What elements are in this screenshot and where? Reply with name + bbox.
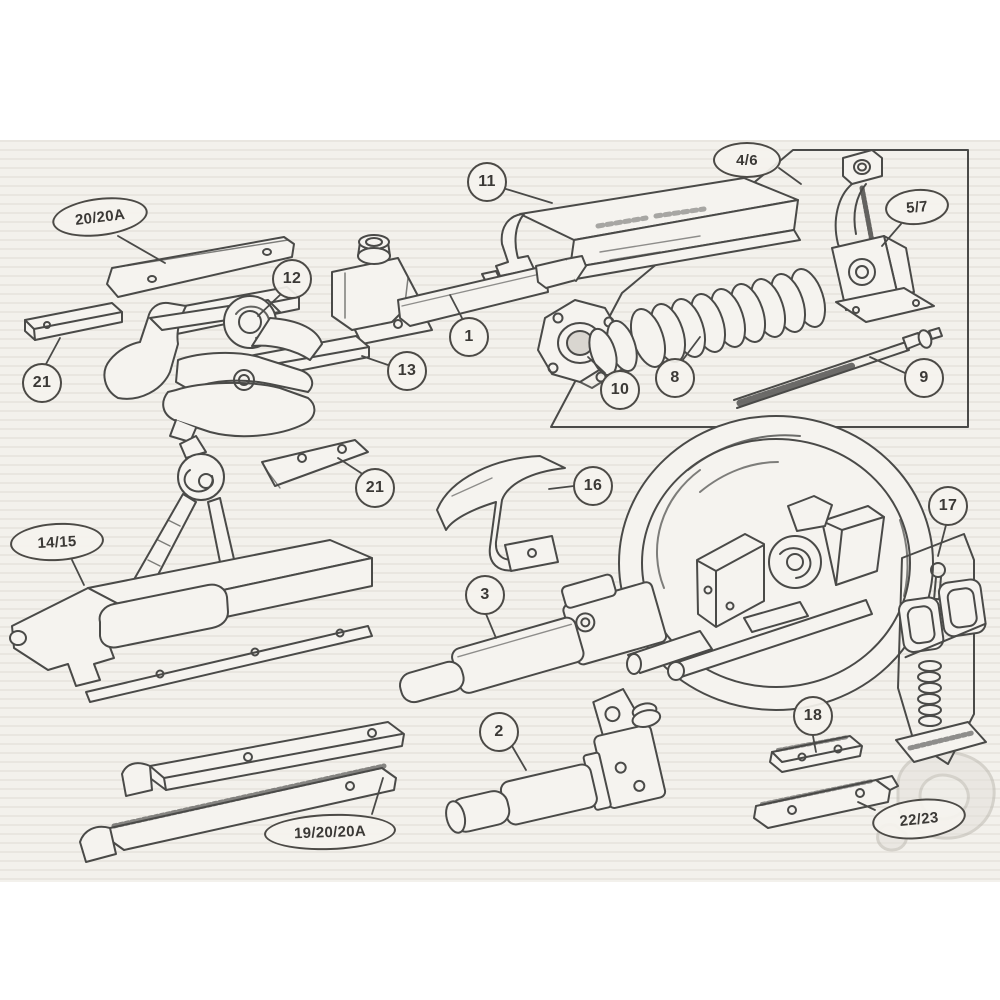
callout-1: 1 [449,317,489,357]
part-tension-rod [733,327,943,409]
part-equalizer-linkage [103,295,323,443]
part-anchor-bracket [831,149,935,323]
callout-8: 8 [655,358,695,398]
callout-leader-lines [45,167,947,815]
part-bottom-rails [79,721,405,863]
part-small-cylinder [445,688,667,834]
part-shim-bar [769,735,863,773]
callout-21-upper: 21 [22,363,62,403]
part-recoil-spring [588,268,827,377]
callout-13: 13 [387,351,427,391]
part-wear-bar-20 [106,236,295,298]
part-rock-guard [436,455,566,572]
callout-2: 2 [479,712,519,752]
part-idler-hub [626,495,885,681]
part-adjuster-cylinder [331,234,587,345]
part-top-cover [481,177,801,283]
callout-9: 9 [904,358,944,398]
part-adjuster-yoke [895,533,987,765]
callout-3: 3 [465,575,505,615]
part-bar-22-23 [753,775,899,829]
callout-12: 12 [272,259,312,299]
callout-10: 10 [600,370,640,410]
callout-11: 11 [467,162,507,202]
part-track-frame [9,539,373,703]
callout-16: 16 [573,466,613,506]
part-idler-shaft [399,573,668,704]
part-plate-21 [261,439,369,489]
callout-21-mid: 21 [355,468,395,508]
callout-4-6: 4/6 [713,142,781,178]
part-square-bar-21 [24,302,123,341]
part-pivot-fork [131,435,237,591]
callout-18: 18 [793,696,833,736]
callout-17: 17 [928,486,968,526]
